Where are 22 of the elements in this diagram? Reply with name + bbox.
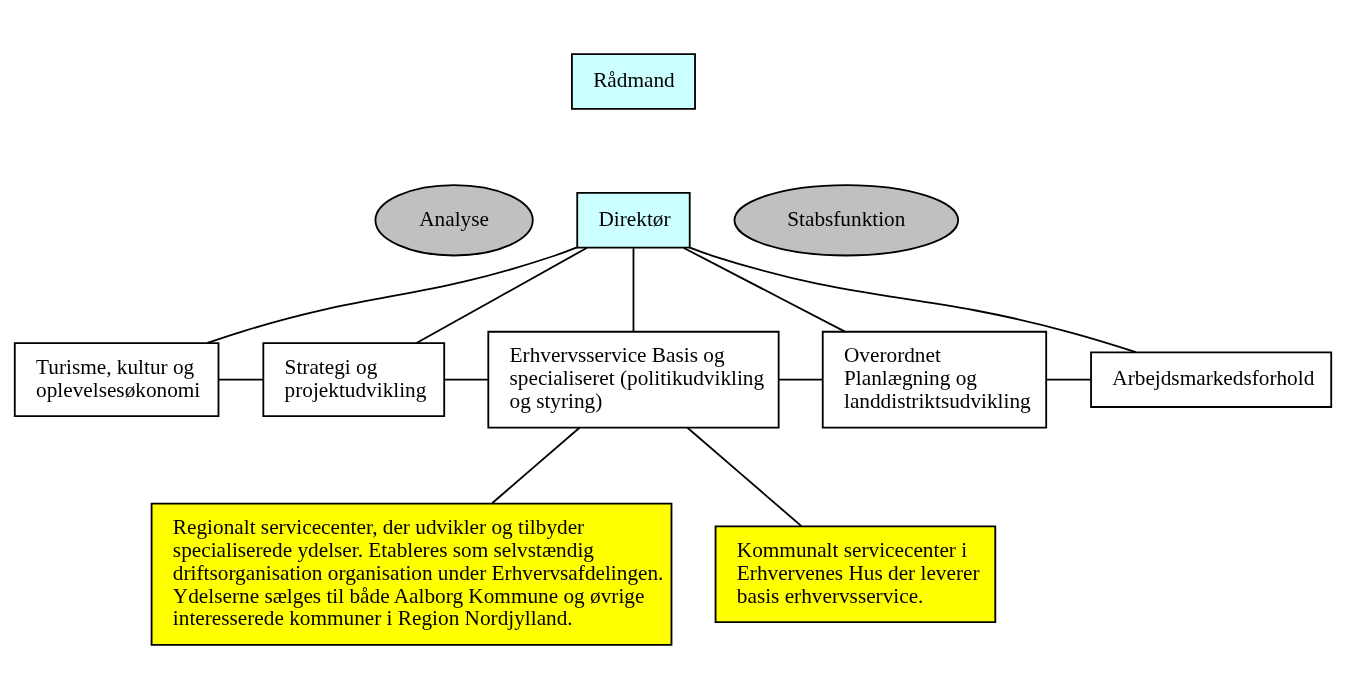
node-box: Turisme, kultur og oplevelsesøkonomi	[13, 342, 220, 418]
connector	[491, 426, 581, 505]
connector	[217, 378, 264, 381]
connector	[632, 247, 635, 333]
connector	[689, 246, 1137, 354]
node-ellipse: Analyse	[374, 184, 534, 257]
connector	[682, 247, 846, 333]
connector	[443, 378, 489, 381]
node-box: Erhvervsservice Basis og specialiseret (politikudvikling og styring)	[487, 330, 780, 429]
connector	[686, 426, 803, 527]
connector	[415, 247, 588, 344]
node-box: Rådmand	[571, 53, 696, 110]
node-ellipse: Stabsfunktion	[733, 184, 960, 257]
connector	[206, 246, 578, 344]
node-box: Strategi og projektudvikling	[262, 342, 446, 418]
node-box: Kommunalt servicecenter i Erhvervenes Hus der leverer basis erhvervsservice.	[714, 525, 997, 624]
connector	[1045, 378, 1092, 381]
node-box: Overordnet Planlægning og landdistriktsudvikling	[821, 330, 1048, 429]
connector	[777, 378, 824, 381]
node-box: Regionalt servicecenter, der udvikler og tilbyder specialiserede ydelser. Etableres som selvstændig driftsorganisation organisation under Erhvervsafdelingen. Ydelserne sælges til både Aalborg Kommune og øvrige interesserede kommuner i Region Nordjylland.	[150, 502, 673, 646]
node-box: Direktør	[576, 192, 691, 249]
node-box: Arbejdsmarkedsforhold	[1090, 351, 1333, 408]
